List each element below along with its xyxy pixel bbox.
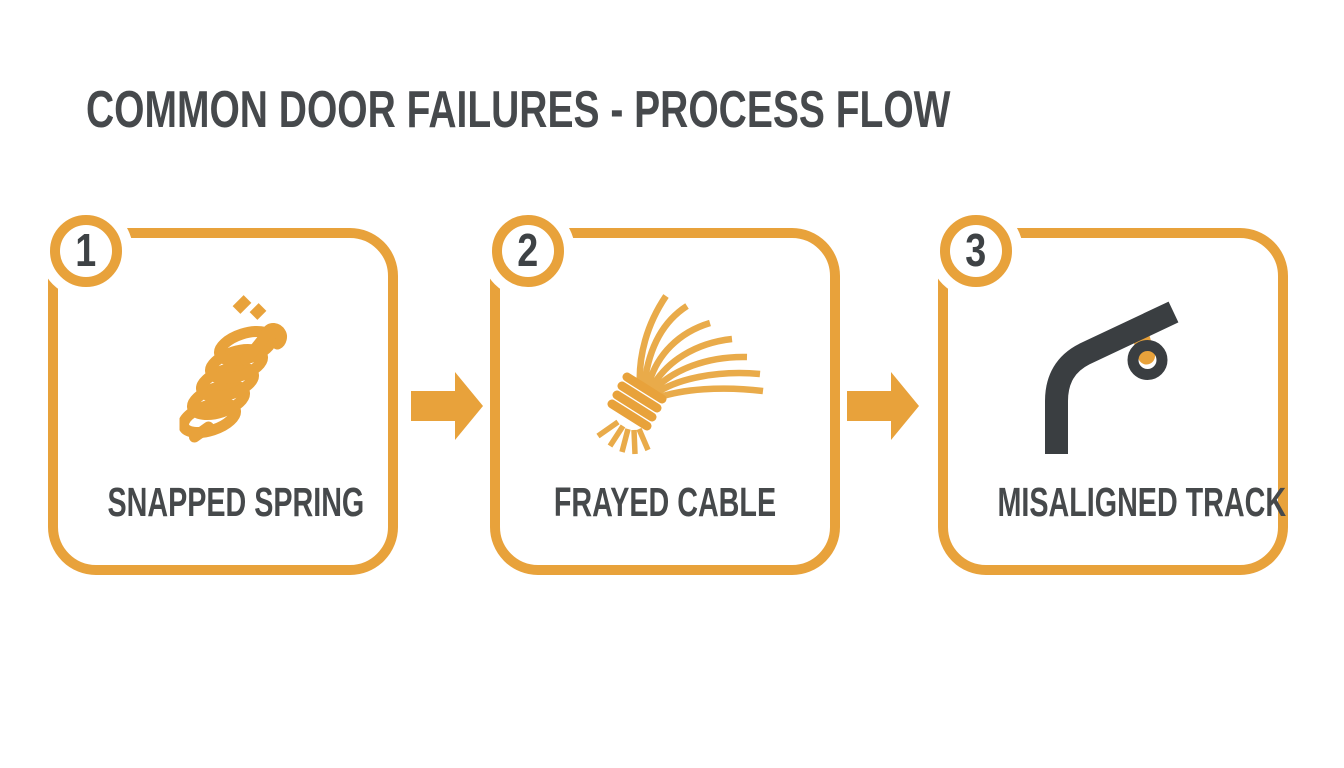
step-card-2: 2 [490, 215, 840, 575]
misaligned-track-icon [1035, 286, 1220, 466]
step-3-label: MISALIGNED TRACK [997, 479, 1287, 525]
step-2-label: FRAYED CABLE [553, 479, 777, 525]
snapped-spring-icon [178, 286, 295, 463]
step-3-number-badge: 3 [940, 215, 1012, 287]
flow-arrow-right-icon [847, 372, 919, 440]
step-card-1: 1 SNAPPED SPRING [48, 215, 398, 575]
step-2-number: 2 [517, 224, 539, 276]
step-1-label: SNAPPED SPRING [107, 479, 365, 525]
page-title: COMMON DOOR FAILURES - PROCESS FLOW [86, 81, 951, 139]
step-1-number: 1 [75, 224, 97, 276]
step-1-number-badge: 1 [50, 215, 122, 287]
frayed-cable-icon [590, 286, 768, 461]
step-card-3: 3 MISALIGNED TRACK [938, 215, 1288, 575]
step-2-number-badge: 2 [492, 215, 564, 287]
flow-arrow-right-icon [411, 372, 483, 440]
step-3-number: 3 [965, 224, 987, 276]
